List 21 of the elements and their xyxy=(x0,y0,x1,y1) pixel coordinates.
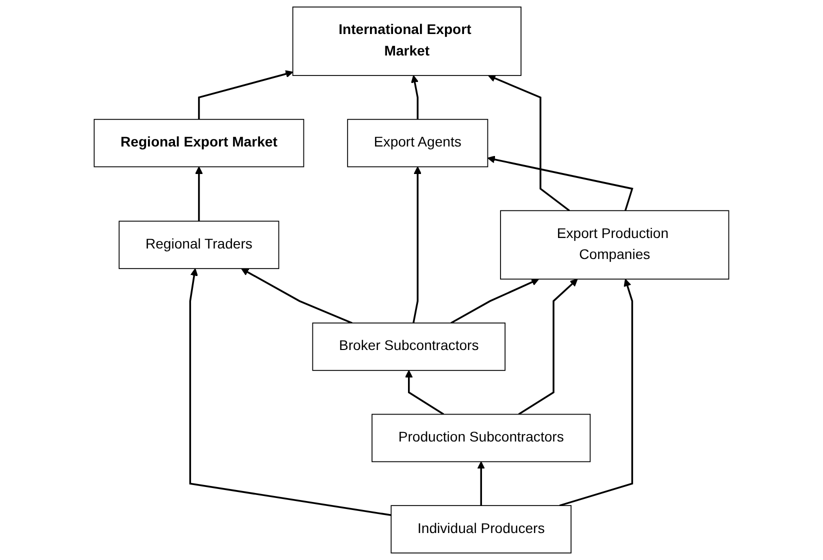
arrow xyxy=(189,268,392,516)
arrow xyxy=(241,268,352,324)
node-box: Export Production Companies xyxy=(500,210,730,280)
arrow xyxy=(559,278,634,506)
arrow xyxy=(488,74,570,212)
arrow xyxy=(405,370,444,416)
arrow xyxy=(450,278,540,324)
arrow xyxy=(411,75,419,120)
arrow xyxy=(518,278,578,416)
arrow xyxy=(198,70,294,120)
node-box: Individual Producers xyxy=(390,505,572,554)
arrow xyxy=(412,166,422,324)
arrow xyxy=(195,166,203,222)
node-box: Regional Traders xyxy=(118,220,280,270)
node-box: Broker Subcontractors xyxy=(312,322,506,371)
arrow xyxy=(487,156,634,211)
node-box: Regional Export Market xyxy=(94,118,304,168)
node-box: Production Subcontractors xyxy=(372,414,591,462)
node-box: International Export Market xyxy=(292,6,522,76)
arrow xyxy=(477,461,485,506)
node-box: Export Agents xyxy=(347,118,488,168)
